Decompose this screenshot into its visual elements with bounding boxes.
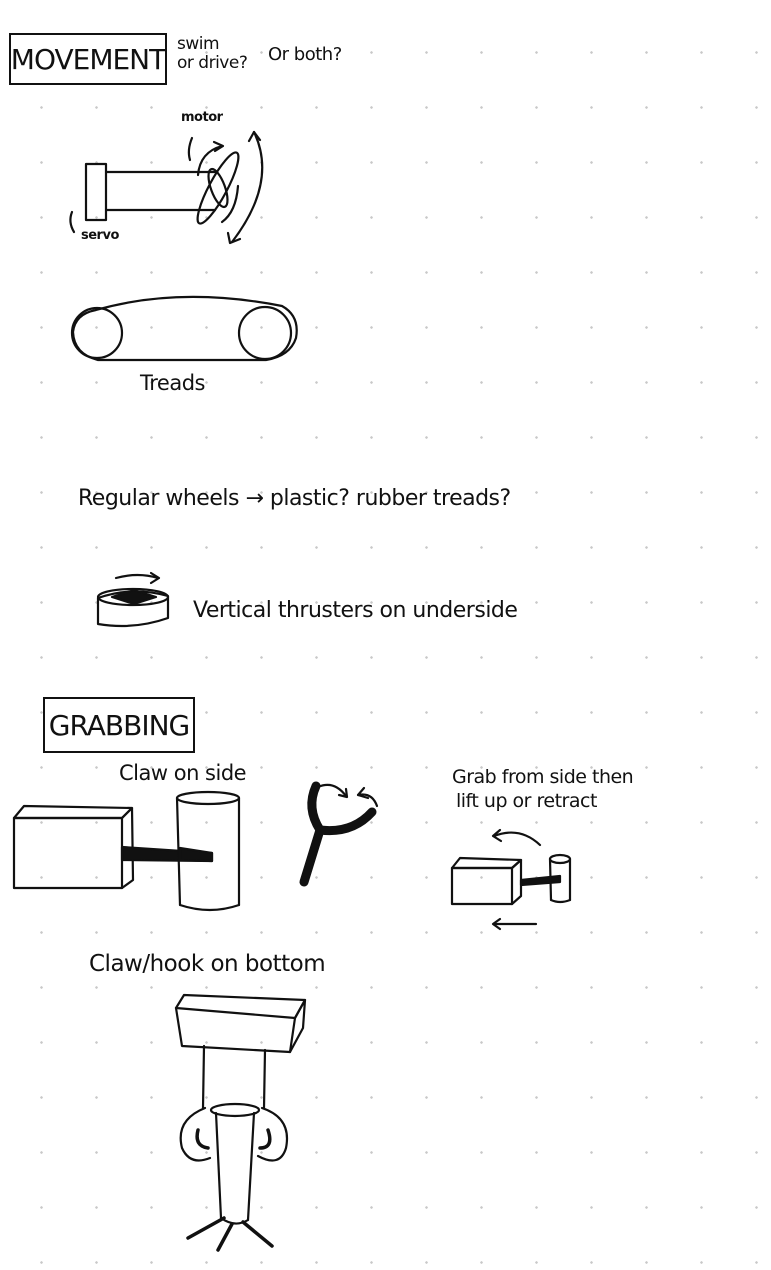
servo-label: servo: [81, 228, 119, 243]
claw-bottom-label: Claw/hook on bottom: [89, 951, 326, 977]
motor-label: motor: [181, 110, 223, 125]
thrusters-note: Vertical thrusters on underside: [193, 598, 518, 623]
treads-label: Treads: [140, 371, 205, 395]
grabbing-title: GRABBING: [43, 697, 195, 753]
grab-note-line1: Grab from side then: [452, 766, 634, 788]
claw-side-label: Claw on side: [119, 761, 247, 785]
grab-note-line2: lift up or retract: [456, 790, 597, 812]
drive-note: or drive?: [177, 53, 248, 73]
movement-title: MOVEMENT: [9, 33, 167, 85]
wheels-note: Regular wheels → plastic? rubber treads?: [78, 486, 511, 511]
both-note: Or both?: [268, 44, 342, 65]
swim-note: swim: [177, 34, 220, 54]
